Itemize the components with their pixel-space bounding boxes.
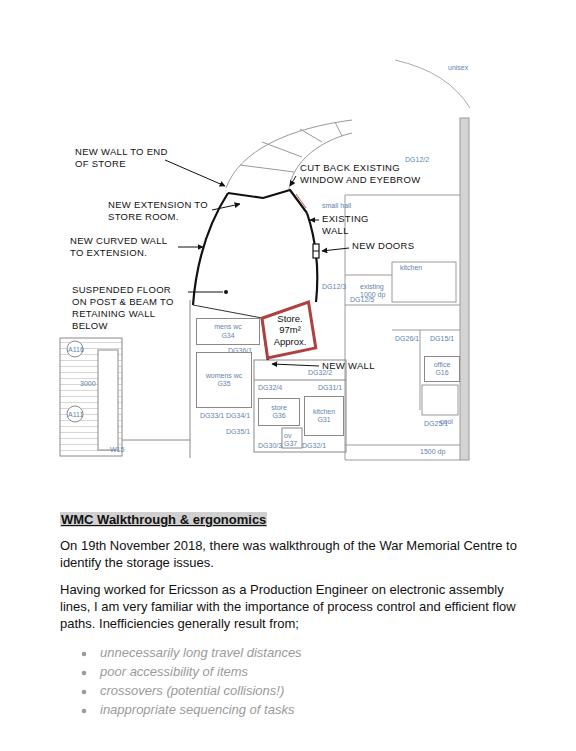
annotation-note: NEW EXTENSION TO STORE ROOM. [108, 199, 212, 223]
bullet-item: crossovers (potential collisions!) [100, 683, 500, 700]
plan-label: 1500 dp [420, 448, 454, 456]
plan-label: W15 [110, 446, 130, 454]
room-label: G31 [317, 416, 330, 424]
plan-label: A111 [68, 411, 84, 419]
annotation-note: NEW DOORS [352, 240, 422, 252]
bullet-item: poor accessibility of items [100, 664, 500, 681]
door-symbol [313, 244, 319, 258]
room-box: officeG16 [424, 356, 460, 382]
room-box: storeG36 [258, 398, 300, 426]
room-box: mens wcG34 [196, 318, 260, 345]
plan-label: DG12/3 [322, 283, 352, 291]
plan-label: DG34/1 [226, 412, 256, 420]
room-label: womens wc [206, 372, 243, 380]
plan-label: DG12/2 [405, 156, 445, 164]
section-heading: WMC Walkthrough & ergonomics [60, 512, 267, 527]
plan-label: DG12/5 [350, 296, 380, 304]
window-line [296, 194, 306, 208]
annotation-note: CUT BACK EXISTING WINDOW AND EYEBROW [300, 162, 430, 186]
plan-label: DG32/2 [308, 369, 338, 377]
bullet-item: inappropriate sequencing of tasks [100, 702, 500, 719]
annotation-note: NEW WALL TO END OF STORE [75, 146, 175, 170]
room-label: store [271, 404, 287, 412]
new-extension-walls [193, 190, 317, 360]
plan-label: 3000 [80, 380, 98, 388]
floor-dot [224, 290, 228, 294]
room-label: office [434, 361, 451, 369]
bullet-dot [82, 652, 87, 714]
plan-label: unisex [448, 64, 474, 72]
plan-label: DG32/1 [302, 442, 332, 450]
body-paragraph: On 19th November 2018, there was walkthr… [60, 538, 522, 572]
annotation-note: NEW CURVED WALL TO EXTENSION. [70, 235, 178, 259]
toilet-block [254, 360, 346, 452]
room-label: kitchen [313, 408, 335, 416]
annotation-note: SUSPENDED FLOOR ON POST & BEAM TO RETAIN… [72, 284, 187, 332]
bullet-item: unnecessarily long travel distances [100, 645, 500, 662]
room-label: Store. 97m² Approx. [270, 313, 310, 347]
room-label: G16 [435, 369, 448, 377]
store-room: Store. 97m² Approx. [262, 302, 318, 358]
plan-label: DG15/1 [430, 335, 460, 343]
plan-label: DG33/1 [200, 412, 226, 420]
plan-label: DG32/4 [258, 384, 288, 392]
leader-line [165, 160, 349, 366]
plan-label: A116 [68, 346, 84, 354]
room-label: G36 [272, 412, 285, 420]
plan-label: DG30/3 [258, 442, 286, 450]
body-paragraph: Having worked for Ericsson as a Producti… [60, 582, 522, 633]
plan-label: ov G37 [284, 432, 304, 449]
annotation-note: EXISTING WALL [322, 213, 392, 237]
room-label: G35 [217, 380, 230, 388]
room-box: kitchenG31 [304, 396, 344, 436]
room-label: G34 [221, 332, 234, 340]
room-label: mens wc [214, 323, 242, 331]
plan-label: DG26/1 [395, 335, 425, 343]
plan-label: DG35/1 [226, 428, 256, 436]
suspended-floor-line [193, 305, 262, 318]
room-box: womens wcG35 [196, 352, 252, 408]
plan-label: small hall [322, 202, 362, 210]
plan-label: kitchen [400, 264, 440, 272]
plan-label: DG31/1 [318, 384, 348, 392]
plan-label: DG25/1 [424, 420, 454, 428]
